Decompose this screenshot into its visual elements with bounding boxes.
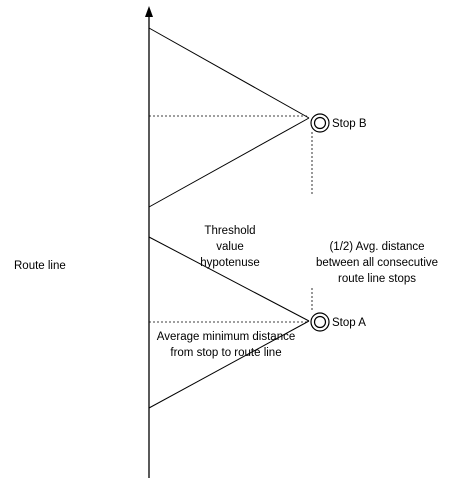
half-avg-distance-label-line-3: route line stops: [338, 273, 416, 285]
route-line-label: Route line: [14, 260, 66, 272]
threshold-label: Threshold value hypotenuse: [200, 225, 259, 269]
avg-min-distance-label-line-1: Average minimum distance: [157, 331, 296, 343]
stop-b-marker: [310, 113, 330, 133]
stop-a-label: Stop A: [332, 317, 366, 329]
avg-min-distance-label: Average minimum distance from stop to ro…: [157, 331, 296, 359]
half-avg-distance-label-line-1: (1/2) Avg. distance: [329, 241, 424, 253]
threshold-label-line-3: hypotenuse: [200, 257, 259, 269]
stop-a-lower-edge: [148, 320, 310, 409]
stop-a-marker: [310, 312, 330, 332]
threshold-hypotenuse: [148, 236, 310, 322]
threshold-label-line-1: Threshold: [204, 225, 255, 237]
half-avg-distance-label-line-2: between all consecutive: [316, 257, 438, 269]
avg-min-distance-label-line-2: from stop to route line: [170, 347, 281, 359]
half-avg-distance-label: (1/2) Avg. distance between all consecut…: [316, 241, 438, 285]
stop-b-upper-edge: [148, 27, 310, 119]
stop-b-lower-edge: [148, 117, 310, 208]
stop-b-label: Stop B: [332, 118, 367, 130]
threshold-label-line-2: value: [216, 241, 244, 253]
route-line-arrowhead: [145, 6, 153, 17]
